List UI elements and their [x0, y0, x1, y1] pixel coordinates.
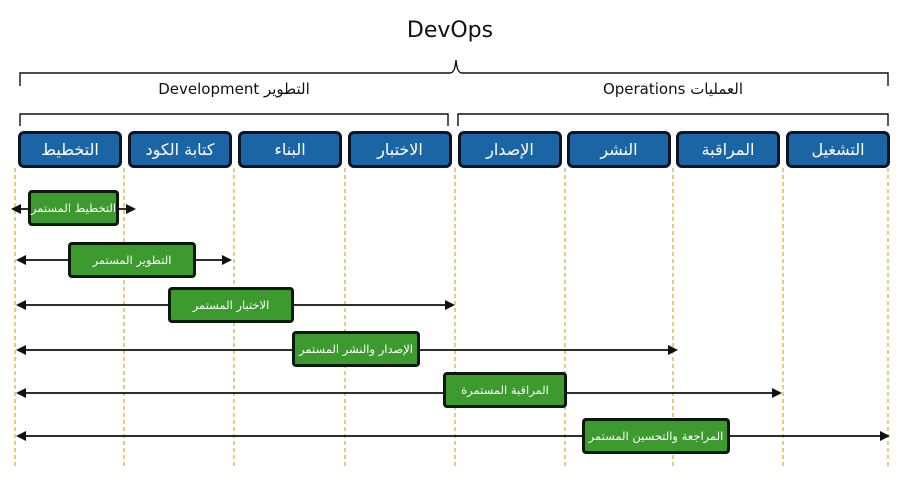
devops-brace [19, 59, 889, 86]
phase-monitor: المراقبة [676, 131, 780, 168]
phase-release: الإصدار [458, 131, 562, 168]
continuous-monitoring-box: المراقبة المستمرة [443, 372, 567, 408]
continuous-testing-box: الاختبار المستمر [168, 287, 294, 323]
phase-deploy: النشر [567, 131, 671, 168]
development-brace [19, 113, 449, 126]
phase-operate: التشغيل [786, 131, 890, 168]
diagram-title: DevOps [406, 18, 494, 43]
continuous-planning-box: التخطيط المستمر [28, 190, 119, 226]
operations-group-label: Operations العمليات [602, 80, 744, 98]
phase-planning: التخطيط [18, 131, 122, 168]
phase-testing: الاختبار [348, 131, 452, 168]
continuous-release-deploy-box: الإصدار والنشر المستمر [292, 331, 420, 367]
continuous-improvement-box: المراجعة والتحسين المستمر [582, 418, 730, 454]
phase-coding: كتابة الكود [128, 131, 232, 168]
operations-brace [457, 113, 889, 126]
continuous-development-box: التطوير المستمر [68, 242, 196, 278]
phase-build: البناء [238, 131, 342, 168]
phase-guide-lines [14, 168, 889, 468]
development-group-label: Development التطوير [158, 80, 310, 98]
